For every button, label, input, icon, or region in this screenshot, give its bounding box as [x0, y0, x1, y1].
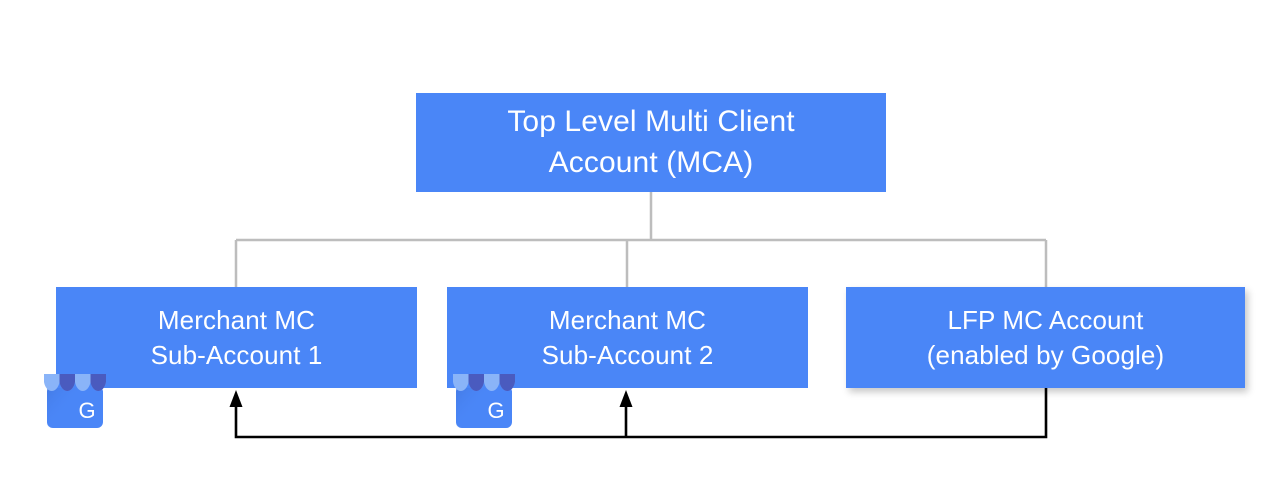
arrowhead-sub1	[229, 390, 243, 407]
google-business-profile-icon: G	[44, 374, 106, 428]
google-business-profile-icon: G	[453, 374, 515, 428]
node-label: LFP MC Account (enabled by Google)	[926, 305, 1165, 370]
node-merchant-sub-account-2[interactable]: Merchant MC Sub-Account 2	[447, 287, 808, 388]
node-label: Merchant MC Sub-Account 2	[541, 305, 714, 370]
node-merchant-sub-account-1[interactable]: Merchant MC Sub-Account 1	[56, 287, 417, 388]
node-lfp-mc-account[interactable]: LFP MC Account (enabled by Google)	[846, 287, 1245, 388]
node-label: Top Level Multi Client Account (MCA)	[507, 105, 795, 179]
node-label: Merchant MC Sub-Account 1	[150, 305, 323, 370]
google-g-letter: G	[487, 398, 504, 423]
node-top-level-mca[interactable]: Top Level Multi Client Account (MCA)	[416, 93, 886, 192]
arrowhead-sub2	[619, 390, 633, 407]
flow-path-lfp-to-sub1	[234, 388, 1048, 439]
google-g-letter: G	[78, 398, 95, 423]
